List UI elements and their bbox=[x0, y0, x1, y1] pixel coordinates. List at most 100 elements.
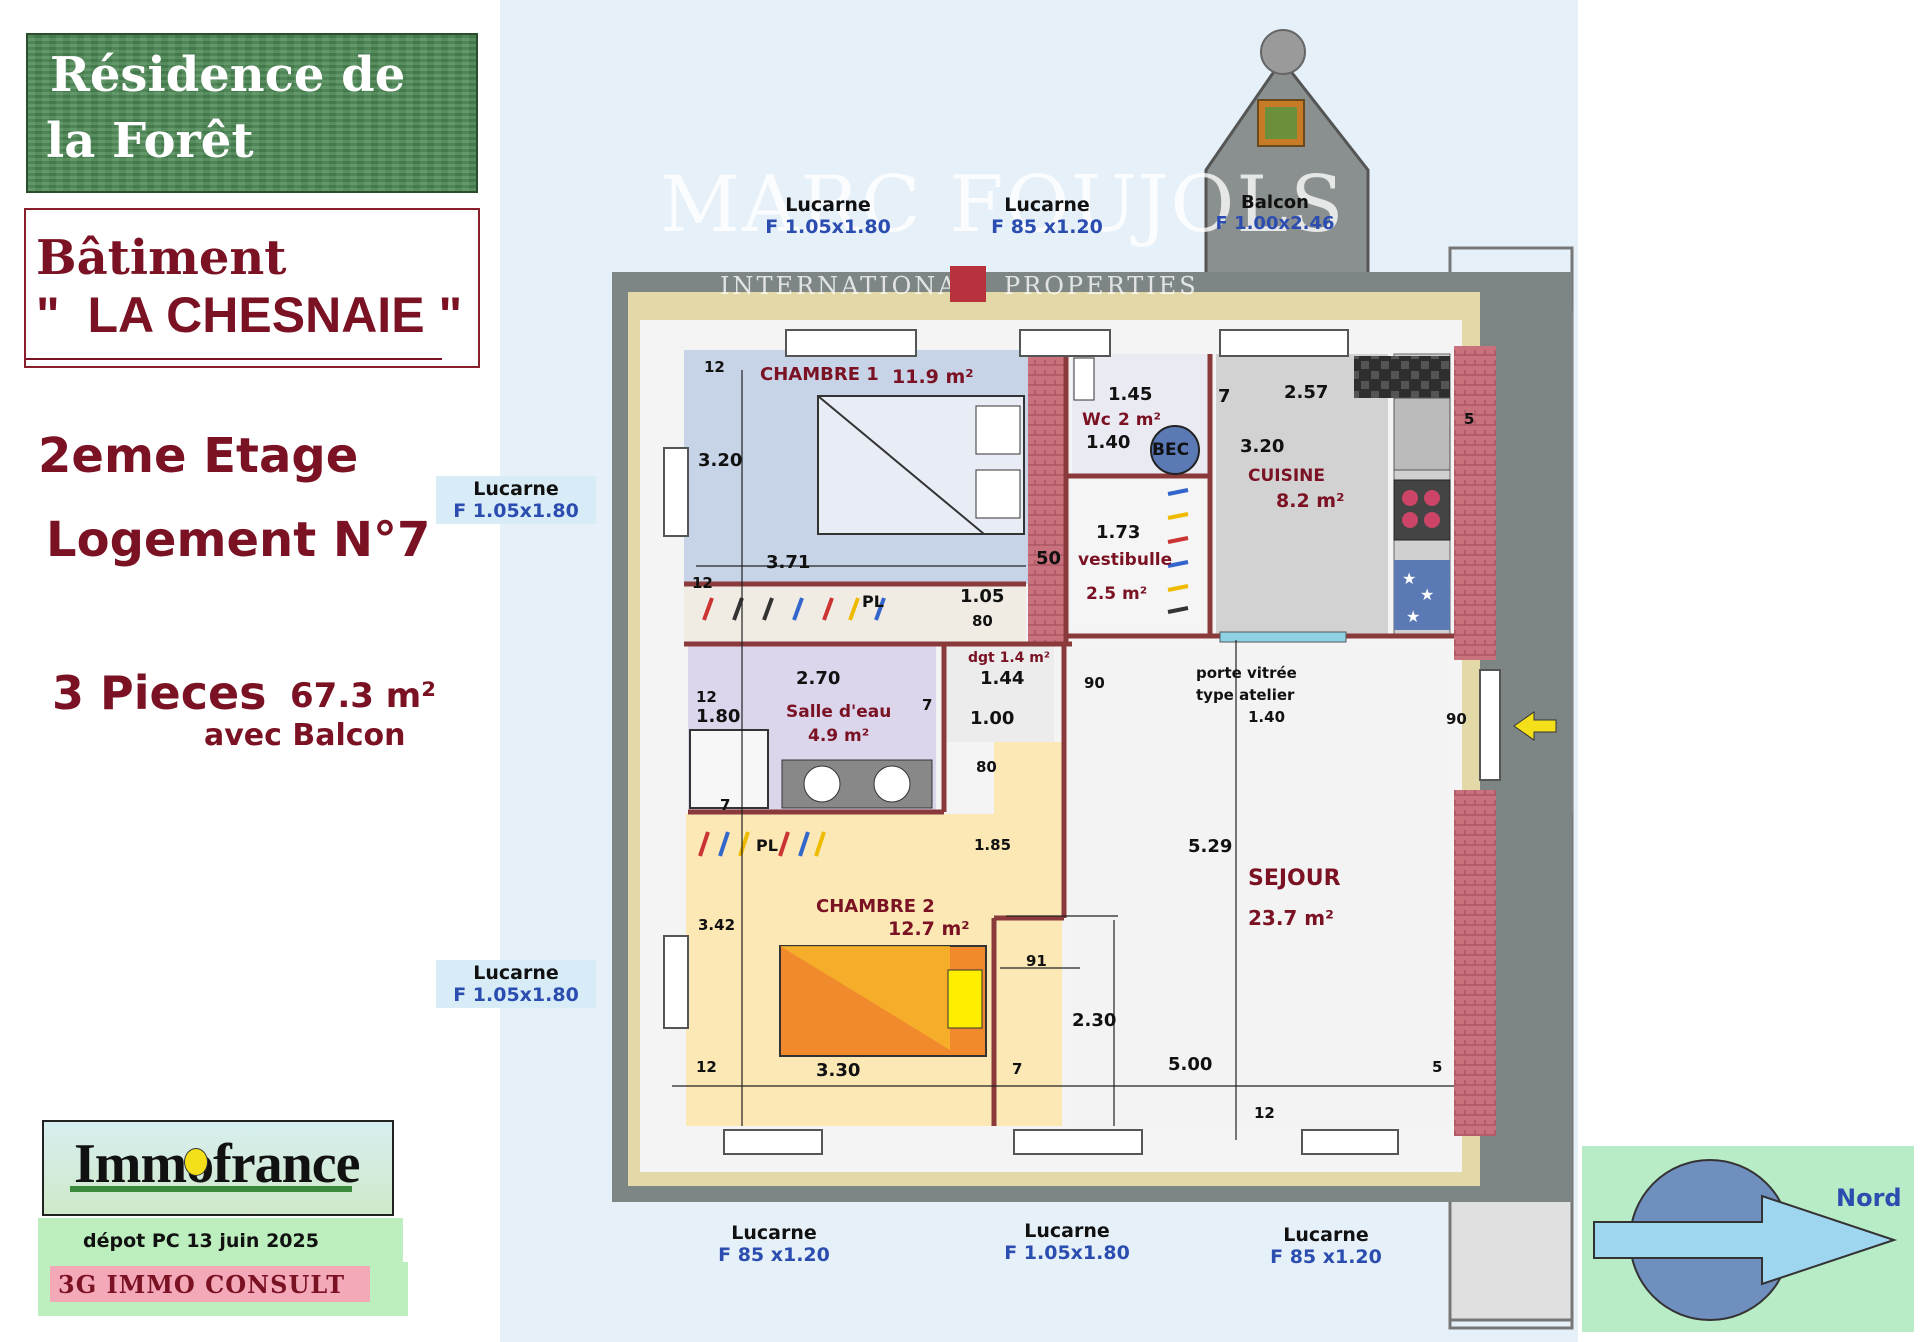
batiment-title-box: Bâtiment " LA CHESNAIE " bbox=[24, 208, 480, 368]
dim-90-a: 90 bbox=[1084, 674, 1105, 692]
svg-text:★: ★ bbox=[1406, 607, 1420, 626]
dim-144: 1.44 bbox=[980, 668, 1025, 689]
wall-windows bbox=[663, 329, 1501, 1155]
vestibule-floor bbox=[1072, 480, 1202, 630]
batiment-line1: Bâtiment bbox=[36, 230, 287, 286]
porte-line2: type atelier bbox=[1196, 686, 1295, 704]
etage-label: 2eme Etage bbox=[38, 428, 359, 484]
dim-320-cuisine: 3.20 bbox=[1240, 436, 1285, 457]
dim-12-a: 12 bbox=[704, 358, 725, 376]
dim-330: 3.30 bbox=[816, 1060, 861, 1081]
lucarne-bottom-left: Lucarne F 85 x1.20 bbox=[718, 1222, 830, 1266]
lucarne-top-left: Lucarne F 1.05x1.80 bbox=[765, 194, 891, 238]
dim-91: 91 bbox=[1026, 952, 1047, 970]
brick-wall-3 bbox=[1454, 790, 1496, 1136]
dim-500: 5.00 bbox=[1168, 1054, 1213, 1075]
wc-name: Wc bbox=[1082, 410, 1111, 430]
residence-title-box: Résidence de la Forêt bbox=[26, 33, 478, 193]
vestibule-name: vestibulle bbox=[1078, 550, 1173, 570]
immofrance-underline bbox=[70, 1186, 352, 1192]
cuisine-floor bbox=[1216, 354, 1388, 636]
watermark-sub-right: PROPERTIES bbox=[1004, 272, 1199, 300]
bec-boiler bbox=[1150, 425, 1200, 475]
glazed-partition bbox=[1219, 631, 1347, 643]
dim-529: 5.29 bbox=[1188, 836, 1233, 857]
batiment-line2: " LA CHESNAIE " bbox=[36, 287, 463, 343]
dimension-lines bbox=[672, 370, 1454, 1140]
entry-arrow bbox=[1513, 711, 1557, 741]
immofrance-logo-box: Immofrance bbox=[42, 1120, 394, 1216]
shower bbox=[689, 729, 769, 809]
sejour-floor bbox=[1072, 646, 1448, 1126]
kitchen-sink bbox=[1393, 397, 1451, 471]
dim-270: 2.70 bbox=[796, 668, 841, 689]
residence-line1: Résidence de bbox=[50, 47, 406, 103]
chambre1-name: CHAMBRE 1 bbox=[760, 364, 879, 385]
lucarne-balcon: Balcon F 1.00x2.46 bbox=[1215, 192, 1335, 234]
wardrobe-hangers bbox=[698, 488, 1189, 857]
depot-box: dépot PC 13 juin 2025 bbox=[38, 1218, 403, 1264]
sejour-name: SEJOUR bbox=[1248, 866, 1341, 891]
dim-80-b: 80 bbox=[976, 758, 997, 776]
dim-230: 2.30 bbox=[1072, 1010, 1117, 1031]
inner-walls bbox=[684, 354, 1454, 1126]
nord-label: Nord bbox=[1836, 1184, 1902, 1212]
brick-wall-2 bbox=[1454, 346, 1496, 660]
dim-173: 1.73 bbox=[1096, 522, 1141, 543]
immofrance-logo-text: Immofrance bbox=[74, 1133, 360, 1195]
chambre2-area: 12.7 m² bbox=[888, 918, 970, 940]
dim-105: 1.05 bbox=[960, 586, 1005, 607]
dim-5-a: 5 bbox=[1464, 410, 1475, 428]
lucarne-left-lower: Lucarne F 1.05x1.80 bbox=[436, 960, 596, 1008]
dim-100: 1.00 bbox=[970, 708, 1015, 729]
dim-257: 2.57 bbox=[1284, 382, 1329, 403]
cuisine-name: CUISINE bbox=[1248, 466, 1326, 486]
dim-12-c: 12 bbox=[696, 688, 717, 706]
vestibule-area: 2.5 m² bbox=[1086, 584, 1148, 604]
pl-label-2: PL bbox=[756, 836, 778, 855]
svg-text:★: ★ bbox=[1420, 585, 1434, 604]
lucarne-bottom-right: Lucarne F 85 x1.20 bbox=[1270, 1224, 1382, 1268]
wc-area: 2 m² bbox=[1118, 410, 1161, 430]
salle-eau-name: Salle d'eau bbox=[786, 702, 892, 722]
depot-text: dépot PC 13 juin 2025 bbox=[83, 1230, 319, 1252]
watermark-logo-square bbox=[950, 266, 986, 302]
dim-80-a: 80 bbox=[972, 612, 993, 630]
dim-7-b: 7 bbox=[922, 696, 933, 714]
bec-label: BEC bbox=[1152, 440, 1190, 460]
dim-371: 3.71 bbox=[766, 552, 811, 573]
chambre2-name: CHAMBRE 2 bbox=[816, 896, 935, 917]
dim-7-a: 7 bbox=[1218, 386, 1231, 407]
pl-label-1: PL bbox=[862, 592, 884, 611]
pieces-label: 3 Pieces bbox=[52, 666, 267, 720]
lucarne-left-upper: Lucarne F 1.05x1.80 bbox=[436, 476, 596, 524]
dim-342: 3.42 bbox=[698, 916, 736, 934]
dim-7-d: 7 bbox=[1012, 1060, 1023, 1078]
porte-line1: porte vitrée bbox=[1196, 664, 1297, 682]
dim-12-e: 12 bbox=[1254, 1104, 1275, 1122]
brick-wall-1 bbox=[1028, 346, 1068, 644]
dim-90-b: 90 bbox=[1446, 710, 1467, 728]
watermark-sub-left: INTERNATIONAL bbox=[720, 272, 978, 300]
wc-bowl bbox=[1073, 357, 1095, 401]
fridge bbox=[1394, 560, 1450, 630]
dim-12-d: 12 bbox=[696, 1058, 717, 1076]
wardrobe1-floor bbox=[684, 584, 1026, 644]
residence-line2: la Forêt bbox=[46, 113, 254, 169]
surface-label: 67.3 m² bbox=[290, 676, 437, 716]
compass-box: Nord bbox=[1582, 1146, 1914, 1332]
sejour-area: 23.7 m² bbox=[1248, 906, 1334, 930]
logement-label: Logement N°7 bbox=[46, 512, 431, 568]
chambre1-area: 11.9 m² bbox=[892, 366, 974, 388]
dgt-floor bbox=[944, 646, 1054, 742]
cuisine-area: 8.2 m² bbox=[1276, 490, 1345, 512]
consult-box: 3G IMMO CONSULT bbox=[50, 1266, 370, 1302]
salle-eau-area: 4.9 m² bbox=[808, 726, 870, 746]
compass-graphic bbox=[1593, 1159, 1898, 1321]
dim-7-c: 7 bbox=[720, 796, 731, 814]
dim-145: 1.45 bbox=[1108, 384, 1153, 405]
lucarne-top-mid: Lucarne F 85 x1.20 bbox=[991, 194, 1103, 238]
consult-text: 3G IMMO CONSULT bbox=[58, 1270, 346, 1299]
dim-140-wc: 1.40 bbox=[1086, 432, 1131, 453]
